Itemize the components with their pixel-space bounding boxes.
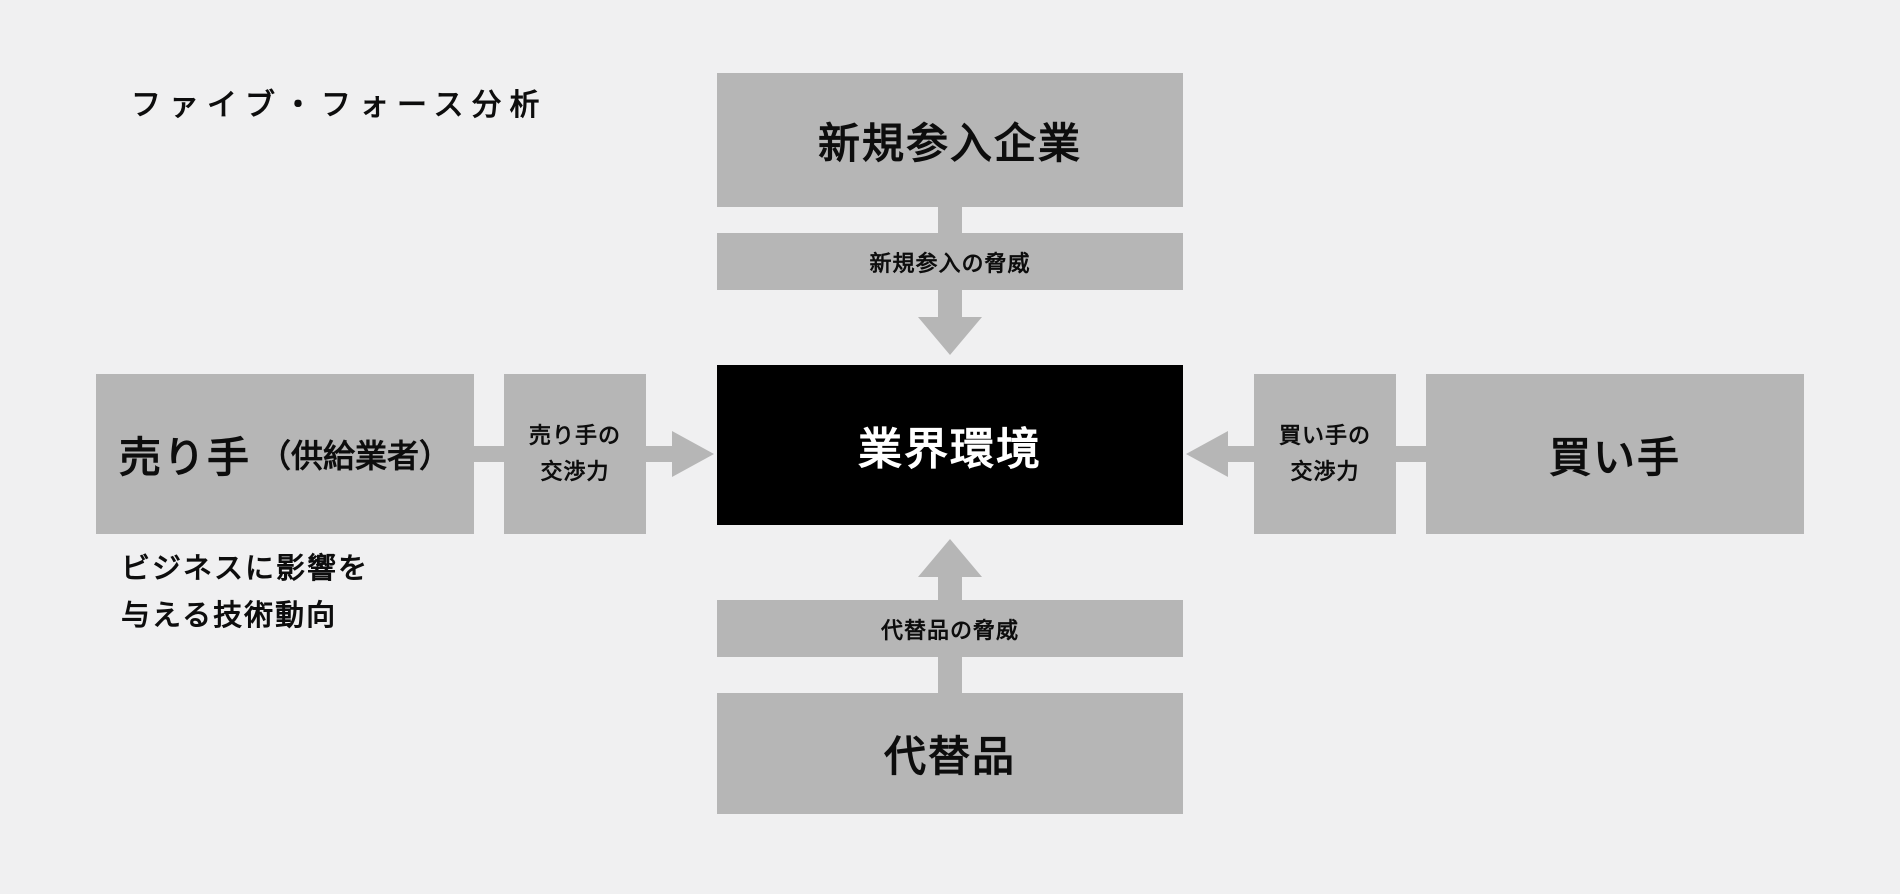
substitutes-label: 代替品 (883, 733, 1016, 780)
buyer-bargaining-power-box: 買い手の 交渉力 (1254, 374, 1396, 534)
supplier-bargaining-power-box: 売り手の 交渉力 (504, 374, 646, 534)
suppliers-box: 売り手 （供給業者） (96, 374, 474, 534)
threat-of-substitutes-bar: 代替品の脅威 (717, 600, 1183, 657)
arrow-left-stem (1224, 446, 1254, 462)
new-entrants-label: 新規参入企業 (817, 119, 1082, 167)
buyers-box: 買い手 (1426, 374, 1804, 534)
arrow-down-stem (938, 290, 962, 320)
buyer-bargaining-power-line1: 買い手の (1278, 423, 1371, 448)
threat-of-substitutes-label: 代替品の脅威 (880, 617, 1019, 643)
buyer-bargaining-power-line2: 交渉力 (1290, 459, 1360, 484)
threat-of-new-entrants-label: 新規参入の脅威 (869, 250, 1031, 276)
page-title: ファイブ・フォース分析 (131, 89, 548, 122)
supplier-bargaining-power-line1: 売り手の (528, 423, 621, 448)
connector-line (474, 446, 504, 462)
threat-of-new-entrants-bar: 新規参入の脅威 (717, 233, 1183, 290)
tech-trend-note-line1: ビジネスに影響を (121, 553, 370, 585)
connector-line (1396, 446, 1426, 462)
tech-trend-note-line2: 与える技術動向 (121, 600, 338, 632)
suppliers-sub-label: （供給業者） (259, 438, 452, 474)
arrow-up-stem (938, 574, 962, 600)
connector-line (938, 207, 962, 235)
arrow-left-icon (1186, 431, 1228, 477)
substitutes-box: 代替品 (717, 693, 1183, 814)
connector-line (938, 657, 962, 693)
arrow-down-icon (918, 317, 982, 355)
buyers-label: 買い手 (1548, 433, 1681, 481)
industry-environment-label: 業界環境 (858, 425, 1042, 474)
supplier-bargaining-power-line2: 交渉力 (540, 459, 610, 484)
arrow-right-stem (646, 446, 676, 462)
arrow-right-icon (672, 431, 714, 477)
arrow-up-icon (918, 539, 982, 577)
industry-environment-box: 業界環境 (717, 365, 1183, 525)
new-entrants-box: 新規参入企業 (717, 73, 1183, 207)
tech-trend-note: ビジネスに影響を 与える技術動向 (121, 546, 369, 640)
suppliers-label: 売り手 (118, 433, 251, 481)
